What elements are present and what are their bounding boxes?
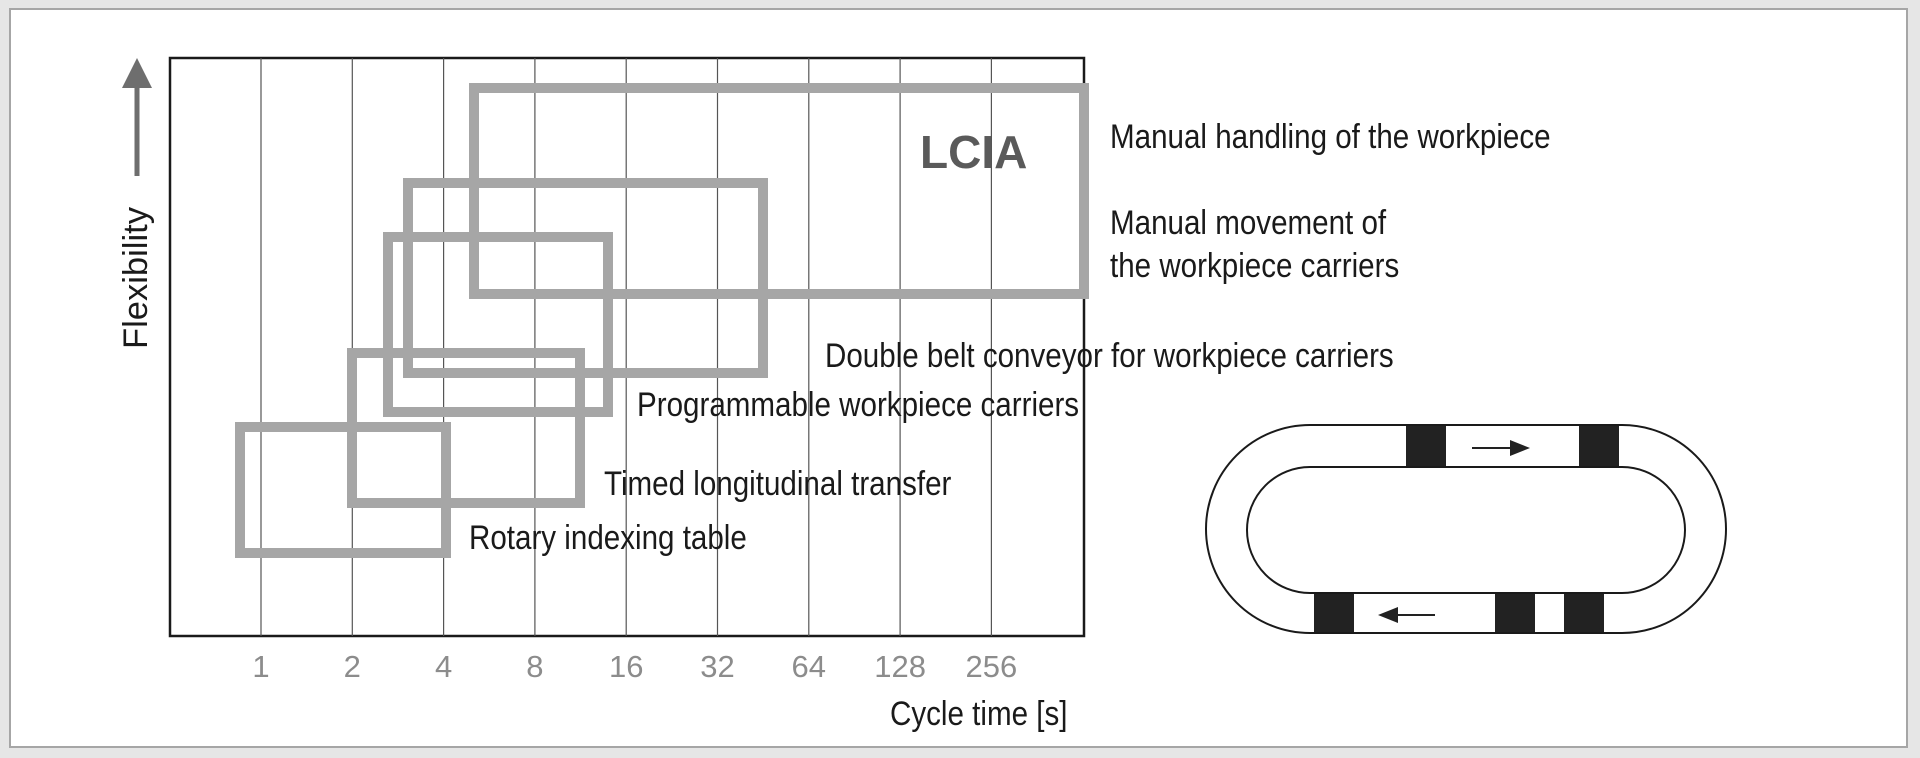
carrier-block — [1495, 594, 1535, 632]
box-timed-longitudinal-transfer — [235, 422, 451, 558]
label-manual-handling: Manual handling of the workpiece — [1110, 117, 1551, 155]
box-double-belt-conveyor — [383, 232, 613, 417]
conveyor-loop-icon — [1205, 424, 1727, 634]
x-axis-tick-labels: 1 2 4 8 16 32 64 128 256 — [252, 649, 1017, 684]
label-rotary-indexing-table: Rotary indexing table — [469, 518, 747, 556]
label-programmable-carriers: Programmable workpiece carriers — [637, 385, 1079, 423]
carrier-block — [1564, 594, 1604, 632]
x-tick-label: 1 — [252, 649, 269, 684]
right-arrow-icon — [1472, 440, 1530, 456]
carrier-block — [1579, 426, 1619, 466]
x-tick-label: 128 — [874, 649, 926, 684]
carrier-block — [1406, 426, 1446, 466]
x-tick-label: 4 — [435, 649, 452, 684]
x-tick-label: 256 — [966, 649, 1018, 684]
up-arrow-icon — [122, 58, 152, 176]
label-timed-longitudinal-transfer: Timed longitudinal transfer — [604, 464, 952, 502]
x-tick-label: 2 — [344, 649, 361, 684]
x-tick-label: 16 — [609, 649, 643, 684]
label-manual-movement-line1: Manual movement of — [1110, 203, 1386, 241]
left-arrow-icon — [1378, 607, 1435, 623]
plot-frame — [168, 56, 1086, 638]
label-manual-movement-line2: the workpiece carriers — [1110, 246, 1399, 284]
box-manual-movement — [403, 178, 768, 378]
x-tick-label: 64 — [792, 649, 826, 684]
carrier-block — [1314, 594, 1354, 632]
x-tick-label: 8 — [526, 649, 543, 684]
box-manual-handling — [469, 83, 1089, 299]
x-tick-label: 32 — [700, 649, 734, 684]
label-double-belt-conveyor: Double belt conveyor for workpiece carri… — [825, 336, 1394, 374]
lcia-logo: LCIA — [920, 126, 1027, 178]
x-axis-title: Cycle time [s] — [890, 694, 1067, 732]
y-axis-title: Flexibility — [117, 207, 155, 349]
